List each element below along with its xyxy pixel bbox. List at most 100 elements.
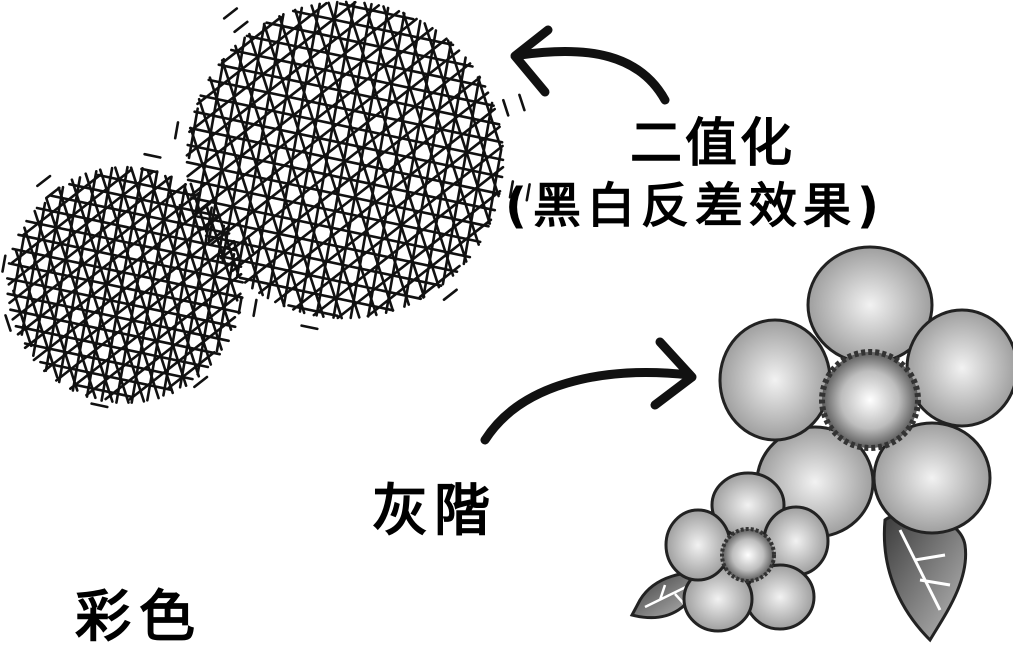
hatch-line	[96, 173, 196, 197]
hatch-line	[207, 36, 246, 242]
hatch-line	[100, 167, 144, 402]
hatch-line	[130, 175, 173, 404]
binary-large-hatched-blob	[173, 0, 531, 331]
hatch-line	[221, 22, 266, 262]
leaf-right	[882, 511, 968, 643]
binary-note-label: (黑白反差效果)	[505, 178, 885, 234]
hatch-line	[167, 350, 216, 390]
hatch-line	[486, 148, 503, 225]
hatch-line	[235, 13, 285, 278]
hatch-line	[518, 93, 526, 112]
hatch-line	[195, 57, 225, 215]
hatch-line	[1, 254, 7, 273]
hatch-line	[189, 17, 418, 197]
hatch-line	[462, 101, 494, 266]
hatch-line	[70, 178, 146, 403]
arrow-to-binary-icon	[510, 25, 670, 105]
hatch-line	[282, 0, 339, 308]
hatch-line	[508, 180, 515, 199]
binary-label: 二值化	[630, 114, 796, 174]
hatch-line	[315, 2, 373, 317]
hatch-line	[45, 186, 61, 199]
hatch-line	[23, 202, 212, 350]
hatch-line	[243, 91, 490, 284]
hatch-line	[140, 167, 159, 174]
hatch-line	[20, 201, 47, 336]
hatch-line	[442, 288, 458, 302]
hatch-line	[173, 121, 180, 140]
hatch-line	[54, 240, 236, 382]
hatch-line	[215, 253, 236, 353]
hatch-line	[349, 12, 406, 320]
hatch-line	[232, 239, 240, 258]
hatch-line	[71, 166, 114, 392]
color-label: 彩色	[75, 585, 203, 650]
hatch-line	[201, 37, 448, 231]
hatch-line	[32, 213, 222, 362]
hatch-line	[196, 224, 226, 376]
hatch-line	[57, 170, 98, 384]
hatch-line	[501, 98, 510, 117]
hatch-line	[85, 272, 243, 397]
hatch-line	[85, 165, 129, 398]
hatch-line	[36, 174, 52, 188]
hatch-line	[49, 194, 231, 235]
hatch-line	[187, 107, 199, 160]
hatch-line	[421, 56, 467, 299]
hatch-line	[251, 6, 304, 290]
hatch-line	[193, 375, 209, 389]
hatch-line	[115, 170, 159, 404]
hatch-line	[8, 175, 172, 305]
hatch-line	[403, 41, 453, 308]
hatch-line	[208, 76, 286, 308]
binary-small-hatched-blob	[1, 152, 258, 409]
hatch-line	[146, 169, 213, 366]
hatch-line	[188, 0, 357, 134]
hatch-line	[423, 22, 492, 225]
hatch-line	[12, 236, 26, 297]
hatch-line	[332, 6, 390, 319]
arrow-to-grayscale-icon	[480, 337, 697, 445]
hatch-line	[234, 44, 325, 319]
hatch-line	[291, 144, 504, 311]
hatch-line	[222, 7, 239, 20]
hatch-line	[16, 191, 200, 336]
small-gray-flower	[664, 471, 830, 633]
hatch-line	[418, 264, 461, 299]
hatch-line	[4, 314, 12, 332]
large-gray-flower	[718, 245, 1013, 539]
hatch-line	[233, 20, 249, 34]
grayscale-label: 灰階	[372, 479, 496, 544]
hatch-line	[10, 168, 133, 265]
hatch-line	[312, 165, 505, 317]
hatch-line	[11, 183, 187, 321]
hatch-line	[248, 32, 344, 320]
hatch-line	[178, 206, 213, 389]
hatch-line	[300, 324, 319, 331]
hatch-line	[298, 0, 356, 313]
hatch-line	[90, 402, 109, 409]
hatch-line	[33, 209, 97, 400]
hatch-line	[44, 196, 114, 403]
hatch-line	[246, 235, 255, 254]
hatch-line	[9, 308, 221, 356]
hatch-line	[258, 107, 497, 295]
hatch-line	[22, 173, 103, 237]
hatch-line	[266, 2, 322, 300]
hatch-line	[146, 183, 187, 402]
hatch-line	[128, 315, 237, 401]
hatch-line	[164, 174, 223, 351]
hatch-line	[31, 185, 65, 358]
hatch-line	[42, 226, 230, 373]
hatch-line	[441, 75, 481, 286]
hatch-line	[17, 233, 244, 284]
hatch-line	[186, 10, 401, 178]
hatch-line	[366, 19, 422, 318]
hatch-line	[210, 49, 461, 246]
hatch-line	[220, 15, 283, 65]
hatch-line	[162, 193, 201, 397]
hatch-line	[525, 183, 531, 202]
